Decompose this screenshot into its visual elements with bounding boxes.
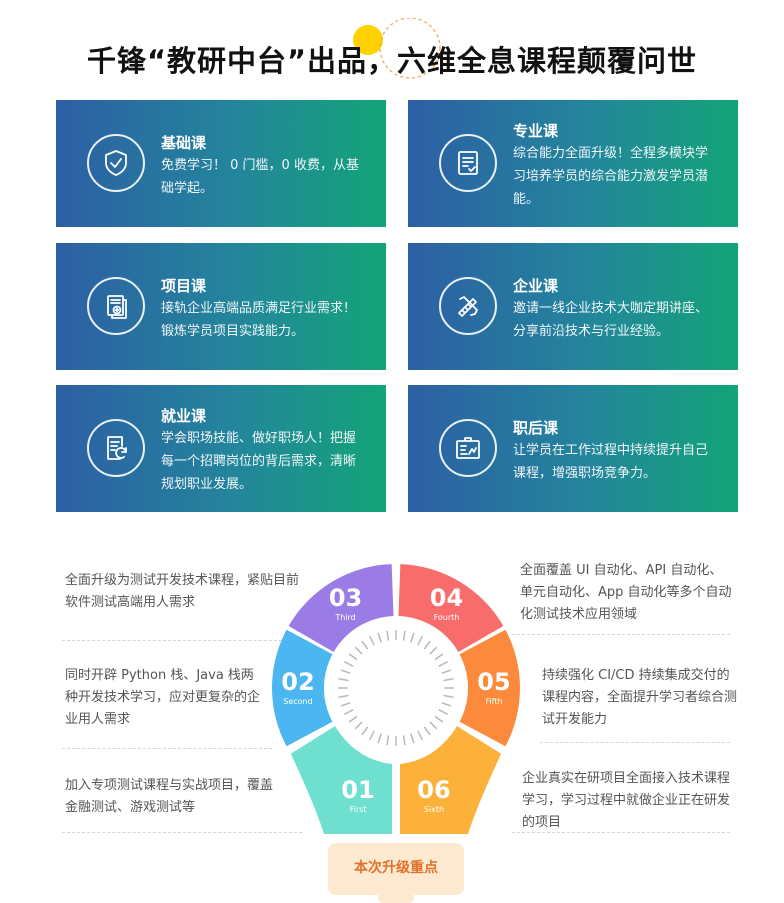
dial-tick <box>410 632 415 643</box>
divider <box>62 748 272 749</box>
wheel-segment-06 <box>400 726 502 834</box>
wheel-segment-02 <box>272 629 333 747</box>
course-card-description: 接轨企业高端品质满足行业需求！锻炼学员项目实践能力。 <box>161 301 357 339</box>
note-sixth: 企业真实在研项目全面接入技术课程学习，学习过程中就做企业正在研发的项目 <box>522 771 731 830</box>
note-first: 加入专项测试课程与实战项目，覆盖金融测试、游戏测试等 <box>65 778 274 815</box>
course-card-employment[interactable]: 就业课 学会职场技能、做好职场人！把握每一个招聘岗位的背后需求，清晰规划职业发展… <box>56 385 386 512</box>
dial-tick <box>438 709 449 715</box>
checklist-icon <box>439 134 497 192</box>
course-card-description: 邀请一线企业技术大咖定期讲座、分享前沿技术与行业经验。 <box>513 301 709 339</box>
wheel-segment-number: 06 <box>417 776 450 804</box>
dial-tick <box>348 653 358 661</box>
dial-tick <box>386 735 390 746</box>
note-fifth: 持续强化 CI/CD 持续集成交付的课程内容，全面提升学习者综合测试开发能力 <box>542 668 738 727</box>
dial-tick <box>434 653 444 661</box>
course-card-project[interactable]: 项目课 接轨企业高端品质满足行业需求！锻炼学员项目实践能力。 <box>56 243 386 370</box>
wheel-segment-01 <box>290 726 392 834</box>
dial-tick <box>369 730 375 741</box>
dial-tick <box>338 678 349 682</box>
course-card-description: 免费学习！ 0 门槛，0 收费，从基础学起。 <box>161 158 359 196</box>
dial-tick <box>429 721 438 730</box>
wheel-segment-label: Sixth <box>424 805 444 814</box>
course-card-title: 就业课 <box>161 407 207 425</box>
course-card-professional[interactable]: 专业课 综合能力全面升级！全程多模块学习培养学员的综合能力激发学员潜能。 <box>408 100 738 227</box>
dial-tick <box>377 632 382 643</box>
dial-tick <box>410 733 415 744</box>
course-card-title: 基础课 <box>161 134 207 152</box>
wheel-segment-label: Third <box>334 613 355 622</box>
dial-tick <box>443 694 454 698</box>
page-title: 千锋“教研中台”出品，六维全息课程颠覆问世 <box>86 44 698 78</box>
note-fourth: 全面覆盖 UI 自动化、API 自动化、单元自动化、App 自动化等多个自动化测… <box>520 563 732 622</box>
course-card-description: 学会职场技能、做好职场人！把握每一个招聘岗位的背后需求，清晰规划职业发展。 <box>161 431 357 492</box>
dial-tick <box>354 646 363 655</box>
dial-tick <box>438 661 449 667</box>
dial-tick <box>369 635 375 646</box>
dial-tick <box>340 669 351 674</box>
wheel-segment-label: Fifth <box>485 697 502 706</box>
document-stack-icon <box>87 277 145 335</box>
upgrade-highlight-tab: 本次升级重点 <box>328 843 464 895</box>
headline-decoration <box>353 18 441 79</box>
divider <box>512 634 730 635</box>
wheel-segment-05 <box>459 629 520 747</box>
divider <box>62 832 302 833</box>
shield-check-icon <box>87 134 145 192</box>
dial-tick <box>338 694 349 698</box>
dial-tick <box>402 735 406 746</box>
course-card-title: 职后课 <box>513 419 559 437</box>
wheel-segment-number: 05 <box>477 668 510 696</box>
wheel-segment-03 <box>288 564 394 652</box>
dial-tick <box>386 630 390 641</box>
dial-tick <box>423 640 431 650</box>
note-third: 全面升级为测试开发技术课程，紧贴目前软件测试高端用人需求 <box>65 573 300 610</box>
dial-tick <box>361 640 369 650</box>
wheel-segment-04 <box>398 564 504 652</box>
dial-tick <box>423 726 431 736</box>
dial-tick <box>348 715 358 723</box>
wheel-segment-number: 01 <box>341 776 374 804</box>
course-card-basic[interactable]: 基础课 免费学习！ 0 门槛，0 收费，从基础学起。 <box>56 100 386 227</box>
dial-tick <box>429 646 438 655</box>
dial-tick <box>434 715 444 723</box>
dial-tick <box>417 730 423 741</box>
wheel-segment-label: Second <box>283 697 312 706</box>
dial-tick <box>441 669 452 674</box>
wheel-segment-number: 04 <box>430 584 463 612</box>
course-card-description: 让学员在工作过程中持续提升自己课程，增强职场竞争力。 <box>513 443 709 481</box>
dial-tick <box>377 733 382 744</box>
note-second: 同时开辟 Python 栈、Java 栈两种开发技术学习，应对更复杂的企业用人需… <box>65 668 261 727</box>
course-card-title: 专业课 <box>513 122 559 140</box>
course-card-description: 综合能力全面升级！全程多模块学习培养学员的综合能力激发学员潜能。 <box>513 146 709 207</box>
dial-tick <box>343 709 354 715</box>
presentation-board-icon <box>439 419 497 477</box>
divider <box>62 640 302 641</box>
dial-tick <box>354 721 363 730</box>
wheel-segment-number: 02 <box>281 668 314 696</box>
tab-stub <box>378 893 414 903</box>
dial-tick <box>443 678 454 682</box>
dial-tick <box>417 635 423 646</box>
dial-tick <box>402 630 406 641</box>
tools-icon <box>439 277 497 335</box>
dial-tick <box>340 702 351 707</box>
course-card-post-employment[interactable]: 职后课 让学员在工作过程中持续提升自己课程，增强职场竞争力。 <box>408 385 738 512</box>
divider <box>540 742 730 743</box>
wheel-segment-label: Fourth <box>434 613 460 622</box>
course-card-title: 项目课 <box>161 277 207 295</box>
dial-tick <box>343 661 354 667</box>
wheel-segment-label: First <box>350 805 367 814</box>
resume-refresh-icon <box>87 419 145 477</box>
dial-tick <box>441 702 452 707</box>
course-card-enterprise[interactable]: 企业课 邀请一线企业技术大咖定期讲座、分享前沿技术与行业经验。 <box>408 243 738 370</box>
divider <box>512 832 730 833</box>
dial-tick <box>361 726 369 736</box>
wheel-segment-number: 03 <box>329 584 362 612</box>
course-card-title: 企业课 <box>513 277 559 295</box>
